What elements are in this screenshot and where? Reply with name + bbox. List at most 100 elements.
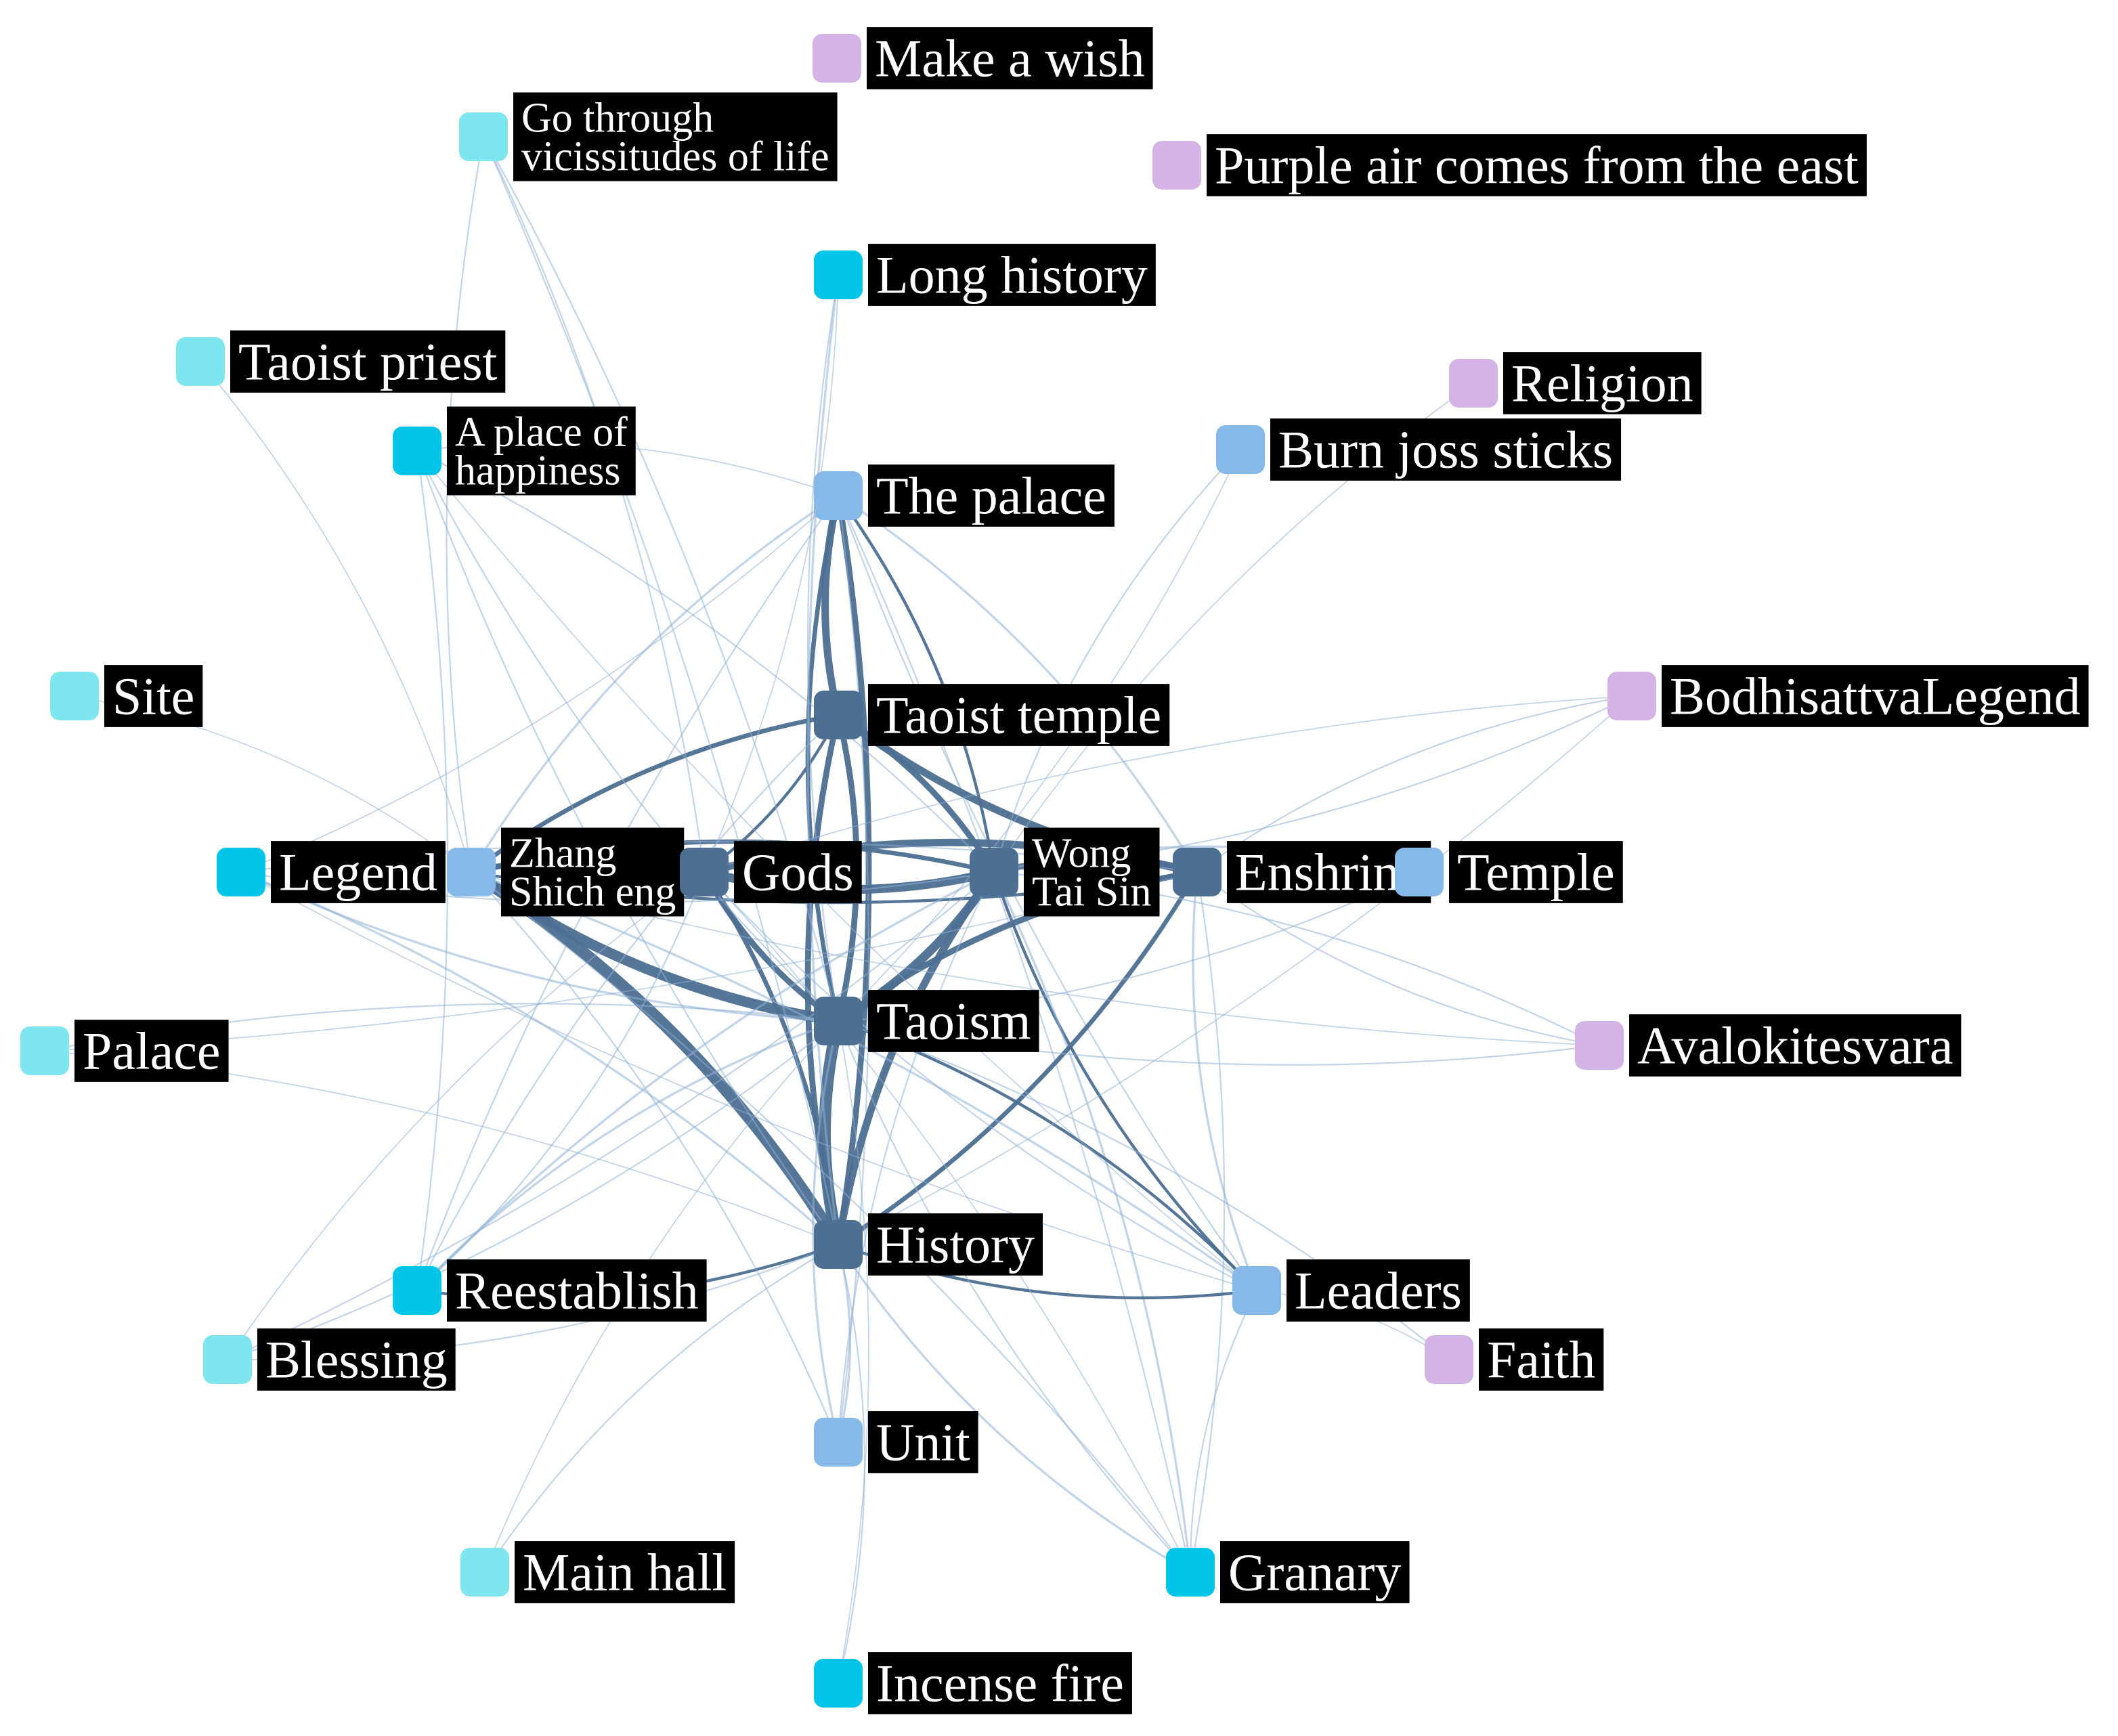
edge-burn_joss-taoism xyxy=(838,449,1241,1022)
node-burn_joss[interactable]: Burn joss sticks xyxy=(1216,418,1622,481)
edge-history-legend xyxy=(240,871,840,1246)
node-reestablish[interactable]: Reestablish xyxy=(393,1259,707,1322)
node-marker-palace[interactable] xyxy=(20,1026,69,1075)
node-marker-go_through[interactable] xyxy=(459,112,508,161)
node-leaders[interactable]: Leaders xyxy=(1232,1259,1470,1322)
node-marker-the_palace[interactable] xyxy=(814,471,863,520)
node-marker-main_hall[interactable] xyxy=(460,1548,509,1597)
node-label-religion: Religion xyxy=(1511,354,1693,413)
node-purple_air[interactable]: Purple air comes from the east xyxy=(1152,134,1867,196)
node-faith[interactable]: Faith xyxy=(1425,1328,1604,1391)
edge-leaders-granary xyxy=(1189,1289,1258,1574)
node-label-taoist_temple: Taoist temple xyxy=(876,686,1161,745)
node-marker-temple[interactable] xyxy=(1395,848,1444,896)
node-marker-enshrine[interactable] xyxy=(1173,848,1222,896)
node-taoism[interactable]: Taoism xyxy=(814,990,1039,1052)
node-label-main_hall: Main hall xyxy=(523,1543,727,1602)
node-marker-faith[interactable] xyxy=(1425,1335,1473,1384)
node-avalokitesvara[interactable]: Avalokitesvara xyxy=(1575,1014,1962,1077)
edge-granary-taoism xyxy=(837,1020,1192,1574)
node-label-incense_fire: Incense fire xyxy=(876,1654,1124,1713)
node-label-bg-long_history xyxy=(868,244,1156,306)
node-marker-zhang[interactable] xyxy=(447,848,496,896)
edge-the_palace-zhang xyxy=(470,494,840,873)
node-marker-bodhisattva[interactable] xyxy=(1607,672,1656,720)
node-granary[interactable]: Granary xyxy=(1166,1541,1410,1603)
node-marker-purple_air[interactable] xyxy=(1152,141,1201,190)
node-label-bg-burn_joss xyxy=(1270,418,1622,481)
node-marker-granary[interactable] xyxy=(1166,1548,1215,1597)
node-label-the_palace: The palace xyxy=(876,466,1106,525)
node-site[interactable]: Site xyxy=(50,665,203,727)
edge-taoism-blessing xyxy=(226,1020,840,1361)
edge-taoism-unit xyxy=(812,1020,840,1444)
node-taoist_temple[interactable]: Taoist temple xyxy=(814,684,1170,746)
node-legend[interactable]: Legend xyxy=(217,841,446,903)
node-palace[interactable]: Palace xyxy=(20,1020,229,1082)
node-main_hall[interactable]: Main hall xyxy=(460,1541,735,1603)
node-marker-avalokitesvara[interactable] xyxy=(1575,1021,1624,1070)
edge-go_through-zhang xyxy=(446,135,485,873)
edge-leaders-zhang xyxy=(470,871,1258,1292)
node-label-bodhisattva: BodhisattvaLegend xyxy=(1670,667,2081,726)
edge-legend-leaders xyxy=(240,871,1257,1291)
node-marker-place_happiness[interactable] xyxy=(393,427,441,475)
node-label-long_history: Long history xyxy=(876,246,1148,305)
node-temple[interactable]: Temple xyxy=(1395,841,1623,903)
node-blessing[interactable]: Blessing xyxy=(203,1328,456,1391)
node-religion[interactable]: Religion xyxy=(1449,352,1702,414)
node-marker-make_wish[interactable] xyxy=(813,34,861,83)
node-marker-taoist_temple[interactable] xyxy=(814,691,863,739)
node-label-leaders: Leaders xyxy=(1295,1261,1462,1320)
node-marker-taoist_priest[interactable] xyxy=(176,337,225,386)
node-label-bg-unit xyxy=(868,1411,978,1473)
node-marker-reestablish[interactable] xyxy=(393,1266,441,1315)
node-label-bg-gods xyxy=(734,841,862,903)
node-history[interactable]: History xyxy=(814,1213,1043,1276)
node-label-bg-legend xyxy=(271,841,446,903)
node-gods[interactable]: Gods xyxy=(680,841,862,903)
edge-blessing-wong xyxy=(226,871,995,1361)
node-marker-religion[interactable] xyxy=(1449,359,1498,408)
edge-history-incense_fire xyxy=(837,1243,865,1685)
node-marker-history[interactable] xyxy=(814,1220,863,1269)
node-unit[interactable]: Unit xyxy=(814,1411,978,1473)
node-taoist_priest[interactable]: Taoist priest xyxy=(176,330,506,393)
node-marker-blessing[interactable] xyxy=(203,1335,252,1384)
node-label-bg-the_palace xyxy=(868,464,1115,527)
node-marker-taoism[interactable] xyxy=(814,997,863,1045)
node-the_palace[interactable]: The palace xyxy=(814,464,1115,527)
edge-the_palace-history xyxy=(835,492,872,1248)
node-enshrine[interactable]: Enshrine xyxy=(1173,841,1431,903)
edge-the_palace-leaders xyxy=(837,494,1258,1292)
node-marker-incense_fire[interactable] xyxy=(814,1659,863,1708)
node-label-purple_air: Purple air comes from the east xyxy=(1215,136,1859,195)
node-marker-gods[interactable] xyxy=(680,848,729,896)
node-label-legend: Legend xyxy=(279,843,437,902)
edge-the_palace-granary xyxy=(837,494,1192,1574)
node-label-wong-line-2: Tai Sin xyxy=(1032,869,1152,915)
edge-reestablish-wong xyxy=(416,871,995,1292)
node-marker-wong[interactable] xyxy=(970,848,1018,896)
node-marker-long_history[interactable] xyxy=(814,251,863,299)
node-long_history[interactable]: Long history xyxy=(814,244,1156,306)
node-label-go_through-line-1: Go through xyxy=(521,95,714,142)
node-label-bg-zhang xyxy=(501,827,685,917)
node-bodhisattva[interactable]: BodhisattvaLegend xyxy=(1607,665,2089,727)
edge-taoist_temple-wong xyxy=(835,712,997,875)
node-marker-leaders[interactable] xyxy=(1232,1266,1281,1315)
node-marker-unit[interactable] xyxy=(814,1418,863,1467)
node-incense_fire[interactable]: Incense fire xyxy=(814,1652,1132,1714)
node-marker-legend[interactable] xyxy=(217,848,265,896)
edge-bodhisattva-history xyxy=(838,695,1633,1245)
node-marker-site[interactable] xyxy=(50,672,99,720)
node-make_wish[interactable]: Make a wish xyxy=(813,27,1153,89)
node-label-unit: Unit xyxy=(876,1413,970,1472)
node-label-bg-taoism xyxy=(868,990,1039,1052)
node-marker-burn_joss[interactable] xyxy=(1216,425,1265,474)
